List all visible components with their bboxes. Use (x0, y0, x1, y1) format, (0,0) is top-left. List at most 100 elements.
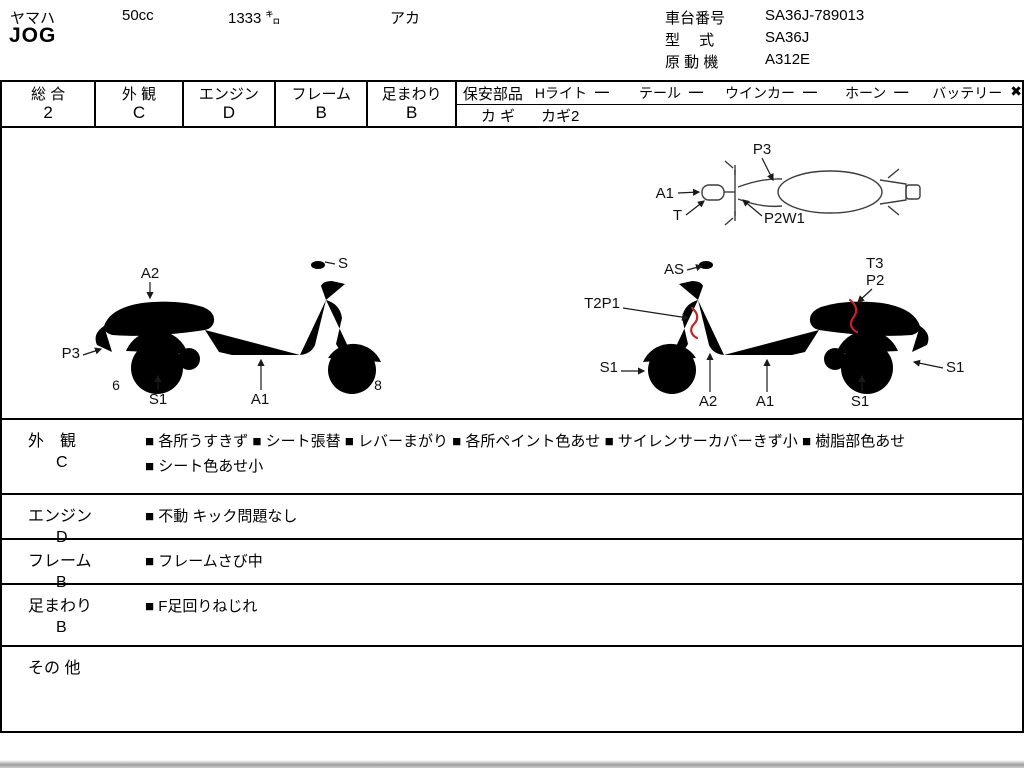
label-right-a1: A1 (756, 393, 774, 410)
comment-label-cell: フレーム B (2, 540, 137, 591)
label-right-t2p1: T2P1 (584, 295, 620, 312)
damage-mark-front-shield (690, 306, 699, 340)
comment-text: ■ フレームさび中 (145, 553, 263, 570)
engine-row: 原 動 機 A312E (665, 51, 864, 73)
safety-parts-line: 保安部品 Hライト — テール — ウインカー — ホーン (456, 82, 1023, 105)
rating-exterior-value: C (132, 102, 146, 122)
label-right-a2: A2 (699, 393, 717, 410)
safety-parts-label: 保安部品 (462, 85, 523, 103)
safety-parts-cell: 保安部品 Hライト — テール — ウインカー — ホーン (456, 82, 1023, 126)
label-right-t3: T3 (866, 255, 884, 272)
comment-label-cell: その 他 (2, 647, 137, 731)
comment-text: ■ F足回りねじれ (145, 598, 258, 615)
label-top-a1: A1 (656, 185, 674, 202)
comment-label-cell: エンジン D (2, 495, 137, 546)
label-left-6: 6 (112, 377, 120, 393)
safety-item-name: テール (638, 85, 681, 101)
label-left-a1: A1 (251, 391, 269, 408)
damage-mark-rear-body (848, 298, 859, 334)
key-value: カギ2 (541, 107, 580, 125)
rating-engine-value: D (222, 102, 236, 122)
rating-frame-label: フレーム (291, 85, 351, 103)
type-number: SA36J (765, 29, 810, 46)
type-label: 型 式 (665, 32, 715, 49)
label-left-p3: P3 (62, 345, 80, 362)
rating-frame: フレーム B (276, 82, 369, 126)
safety-item-name: ウインカー (724, 85, 795, 101)
label-right-s1-front: S1 (600, 359, 618, 376)
safety-item-status: — (894, 83, 909, 99)
rating-engine-label: エンジン (198, 85, 259, 103)
comment-label: エンジン (28, 508, 93, 525)
safety-item-headlight: Hライト — (535, 83, 609, 103)
chassis-number: SA36J-789013 (765, 7, 865, 24)
comment-grade: D (56, 529, 68, 546)
label-left-8: 8 (374, 377, 382, 393)
safety-item-winker: ウインカー — (725, 83, 817, 103)
label-top-t: T (673, 207, 682, 224)
displacement: 50cc (122, 7, 154, 24)
rating-undercarriage-value: B (405, 102, 418, 122)
key-line: カ ギ カギ2 (457, 105, 1022, 125)
comment-grade: B (56, 619, 67, 636)
key-label: カ ギ (480, 107, 515, 125)
sheet-table: 総 合 2 外 観 C エンジン D フレーム B 足まわり B 保安部品 (0, 80, 1024, 733)
scooter-left-view (95, 261, 381, 394)
safety-item-name: ホーン (844, 85, 887, 101)
damage-diagram: P3 A1 T P2W1 A2 S P3 6 S1 (2, 128, 1022, 420)
comment-row-undercarriage: 足まわり B ■ F足回りねじれ (2, 585, 1022, 647)
rating-undercarriage-label: 足まわり (381, 85, 442, 103)
scooter-right-view (643, 261, 929, 394)
comment-grade: B (56, 574, 67, 591)
chassis-label: 車台番号 (665, 10, 726, 27)
rating-engine: エンジン D (184, 82, 277, 126)
label-right-as: AS (664, 261, 684, 278)
maker-name: ヤマハ (10, 10, 56, 27)
label-top-p3: P3 (753, 141, 771, 158)
safety-item-horn: ホーン — (845, 83, 908, 103)
safety-item-name: Hライト (534, 85, 587, 101)
comment-label: 外 観 (28, 433, 77, 450)
label-right-p2: P2 (866, 272, 884, 289)
label-left-s1: S1 (149, 391, 167, 408)
rating-overall: 総 合 2 (2, 82, 97, 126)
comment-row-exterior: 外 観 C ■ 各所うすきず ■ シート張替 ■ レバーまがり ■ 各所ペイント… (2, 420, 1022, 495)
scan-page-edge (0, 760, 1024, 768)
comment-label: フレーム (28, 553, 92, 570)
model-name: JOG (9, 24, 57, 47)
safety-item-tail: テール — (639, 83, 703, 103)
rating-exterior-label: 外 観 (121, 85, 157, 103)
comment-label: その 他 (28, 660, 81, 677)
safety-item-status: — (688, 83, 703, 99)
comment-text: ■ 各所うすきず ■ シート張替 ■ レバーまがり ■ 各所ペイント色あせ ■ … (145, 433, 906, 475)
rating-overall-value: 2 (43, 102, 53, 122)
comment-row-other: その 他 (2, 647, 1022, 731)
safety-item-status: — (802, 83, 817, 99)
comment-row-engine: エンジン D ■ 不動 キック問題なし (2, 495, 1022, 546)
rating-frame-value: B (315, 102, 327, 122)
engine-label: 原 動 機 (665, 54, 719, 71)
ratings-row: 総 合 2 外 観 C エンジン D フレーム B 足まわり B 保安部品 (2, 82, 1023, 128)
scooter-diagram-svg: P3 A1 T P2W1 A2 S P3 6 S1 (62, 141, 965, 410)
label-right-s1-tail: S1 (946, 359, 964, 376)
comment-text: ■ 不動 キック問題なし (145, 508, 298, 525)
comment-text (137, 647, 1022, 731)
comment-label-cell: 足まわり B (2, 585, 137, 645)
scooter-top-view (701, 160, 921, 226)
safety-item-name: バッテリー (932, 85, 1003, 101)
rating-overall-label: 総 合 (31, 85, 66, 103)
safety-item-battery: バッテリー ✖ (932, 83, 1022, 103)
comment-label: 足まわり (28, 598, 93, 615)
mileage: 1333 ㌔ (228, 10, 281, 27)
rating-undercarriage: 足まわり B (368, 82, 457, 126)
type-row: 型 式 SA36J (665, 29, 864, 51)
chassis-row: 車台番号 SA36J-789013 (665, 7, 864, 29)
label-top-p2w1: P2W1 (764, 210, 805, 227)
label-right-s1-rear: S1 (851, 393, 869, 410)
comment-row-frame: フレーム B ■ フレームさび中 (2, 540, 1022, 591)
color-code: アカ (390, 10, 421, 27)
safety-item-status: — (594, 83, 609, 99)
comment-grade: C (56, 454, 68, 471)
label-left-s: S (338, 255, 348, 272)
